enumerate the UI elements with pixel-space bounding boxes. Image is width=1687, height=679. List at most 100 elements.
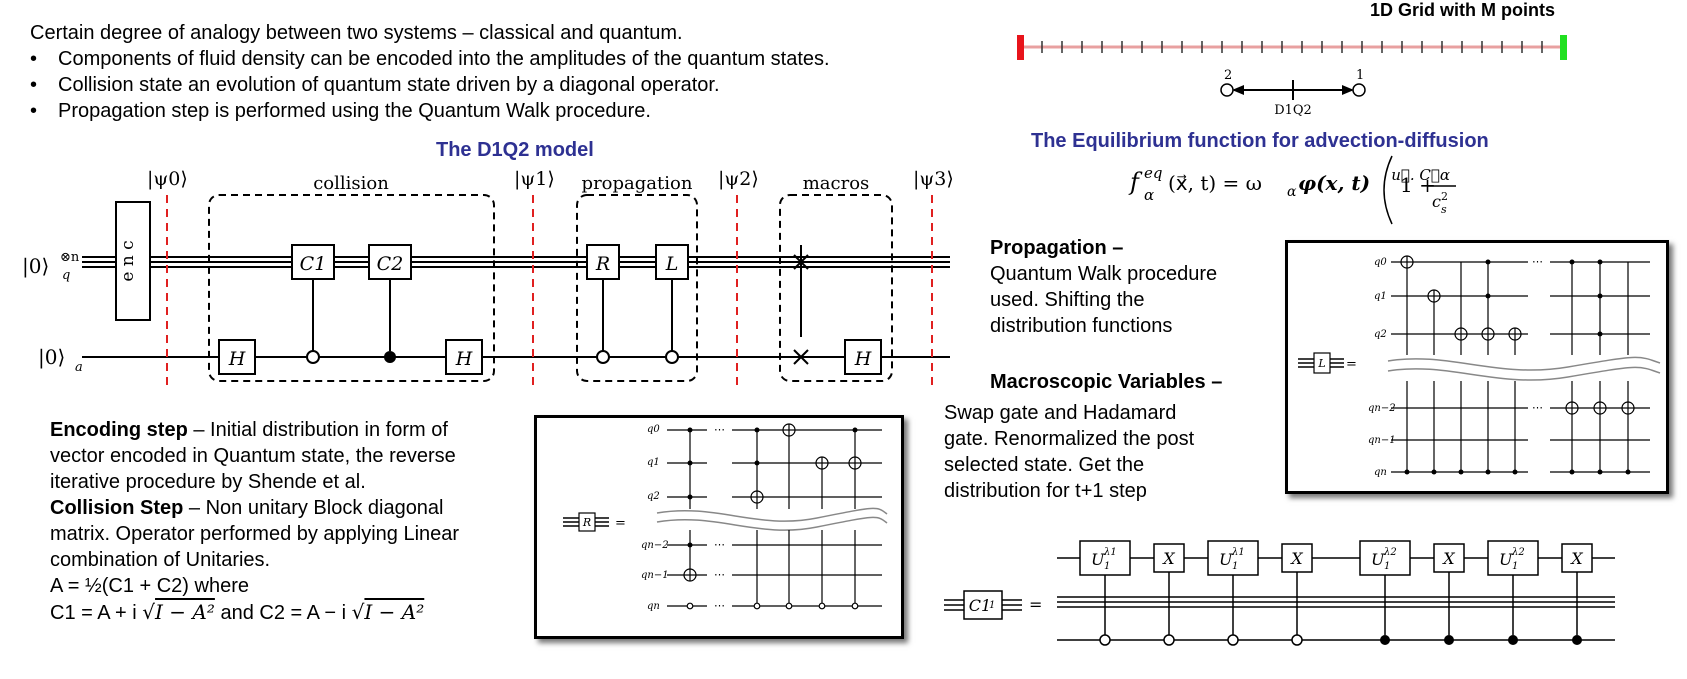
svg-text:eq: eq (1144, 164, 1162, 182)
svg-text:=: = (1346, 357, 1357, 372)
formula-c: C1 = A + i √I − A² and C2 = A − i √I − A… (50, 600, 425, 624)
svg-text:u⃗. C⃗α: u⃗. C⃗α (1391, 166, 1450, 184)
svg-text:R: R (582, 516, 591, 529)
r-gate-symbol (578, 512, 596, 532)
l-gate-symbol (1313, 352, 1331, 374)
collision-line-1: Collision Step – Non unitary Block diago… (50, 497, 444, 519)
cnot-targets (683, 423, 862, 582)
svg-text:1: 1 (1232, 561, 1238, 572)
svg-text:q1: q1 (647, 457, 660, 468)
c2-gate-label: C2 (377, 253, 404, 275)
svg-text:α: α (1287, 184, 1297, 200)
svg-text:U: U (1371, 550, 1385, 569)
intro-heading: Certain degree of analogy between two sy… (30, 22, 683, 44)
grid-diagram: 2 1 D1Q2 (1017, 35, 1567, 118)
swap-gate (793, 254, 809, 365)
r-gate (586, 244, 620, 280)
svg-text:1 +: 1 + (1400, 173, 1436, 197)
section-boxes (208, 194, 893, 382)
x-gate (1281, 543, 1313, 573)
register-a-sub: a (75, 360, 83, 375)
svg-text:λ2: λ2 (1511, 547, 1525, 558)
c2-gate (368, 244, 412, 280)
svg-text:1: 1 (1104, 561, 1110, 572)
d1q2-title: The D1Q2 model (436, 139, 594, 161)
encoding-line-3: iterative procedure by Shende et al. (50, 471, 366, 493)
collision-line-3: combination of Unitaries. (50, 549, 271, 571)
c1-circuit-diagram: C1 1 = U U U U (944, 540, 1615, 646)
register-q-label: |0⟩ (22, 254, 49, 279)
register-q-sup: ⊗n (60, 250, 80, 265)
intro-bullet-1: •Components of fluid density can be enco… (30, 48, 830, 70)
svg-text:q2: q2 (1374, 329, 1387, 340)
enc-gate (115, 201, 151, 321)
macroscopic-title: Macroscopic Variables – (990, 371, 1223, 393)
svg-text:U: U (1091, 550, 1105, 569)
equilibrium-formula: f eq α (x⃗, t) = ω α φ(x, t) 1 + u⃗. C⃗α… (1128, 155, 1456, 225)
svg-text:s: s (1441, 203, 1447, 216)
svg-text:⋯: ⋯ (714, 423, 725, 436)
svg-text:q0: q0 (647, 424, 660, 435)
psi-1-label: |ψ1⟩ (514, 168, 555, 190)
encoding-title: Encoding step (50, 419, 188, 441)
c1-gate-label: C1 (300, 253, 327, 275)
svg-text:q2: q2 (647, 491, 660, 502)
open-control (306, 350, 320, 364)
stencil-label-d1q2: D1Q2 (1274, 103, 1312, 118)
macroscopic-text: Swap gate and Hadamard gate. Renormalize… (944, 402, 1195, 502)
l-circuit-diagram: L = q0 q1 q2 qn−2 qn−1 qn ⋯ ⋯ (1298, 255, 1661, 478)
svg-text:qn: qn (647, 601, 660, 612)
svg-text:λ1: λ1 (1231, 547, 1245, 558)
l-gate-label: L (665, 253, 679, 275)
encoding-collision-text: Encoding step – Initial distribution in … (50, 417, 459, 626)
svg-text:X: X (1161, 549, 1175, 568)
collision-section-label: collision (313, 173, 389, 194)
svg-text:C1: C1 (969, 596, 991, 615)
svg-text:U: U (1499, 550, 1513, 569)
svg-text:(x⃗, t) = ω: (x⃗, t) = ω (1168, 171, 1262, 195)
c1-gate (291, 244, 335, 280)
svg-text:⋯: ⋯ (714, 538, 725, 551)
sqrt-expression-2: √I − A² (351, 600, 425, 624)
register-a-label: |0⟩ (38, 345, 65, 370)
svg-text:U: U (1219, 550, 1233, 569)
x-gate (1561, 543, 1593, 573)
collision-title: Collision Step (50, 497, 184, 519)
svg-text:c: c (1432, 192, 1441, 211)
r-gate-label: R (595, 253, 610, 275)
svg-text:α: α (1144, 186, 1154, 204)
l-gate (655, 244, 689, 280)
stencil-label-1: 1 (1356, 68, 1364, 83)
r-circuit-box: R = q0 q1 q2 qn−2 qn−1 qn ⋯ ⋯ ⋯ ⋯ (534, 415, 904, 639)
svg-text:qn−2: qn−2 (641, 540, 669, 551)
psi-2-label: |ψ2⟩ (718, 168, 759, 190)
x-gate (1433, 543, 1465, 573)
h-gate (445, 339, 483, 375)
svg-text:⋯: ⋯ (714, 599, 725, 612)
formula-a: A = ½(C1 + C2) where (50, 575, 249, 597)
stencil-node-1 (1352, 83, 1366, 97)
intro-bullet-2: •Collision state an evolution of quantum… (30, 74, 720, 96)
svg-text:qn−1: qn−1 (1368, 435, 1396, 446)
cnot-targets (1400, 255, 1635, 415)
u1-lambda1-gate (1079, 540, 1131, 576)
svg-text:L: L (1317, 357, 1325, 370)
main-circuit-diagram: |0⟩ ⊗n q |0⟩ a e n c |ψ0⟩ |ψ1⟩ |ψ2⟩ |ψ3⟩… (22, 168, 954, 390)
macros-section-label: macros (803, 173, 870, 194)
u1-lambda2-gate (1487, 540, 1539, 576)
h-gate (844, 339, 882, 375)
bullet-marker: • (30, 48, 38, 70)
psi-0-label: |ψ0⟩ (147, 168, 188, 190)
svg-text:qn−2: qn−2 (1368, 403, 1396, 414)
svg-text:⋯: ⋯ (1532, 401, 1543, 414)
svg-text:λ1: λ1 (1103, 547, 1117, 558)
h-gate-label: H (455, 348, 473, 370)
svg-text:q1: q1 (1374, 291, 1387, 302)
r-circuit-diagram: R = q0 q1 q2 qn−2 qn−1 qn ⋯ ⋯ ⋯ ⋯ (563, 423, 888, 612)
bullet-marker: • (30, 74, 38, 96)
svg-text:X: X (1441, 549, 1455, 568)
grid-left-boundary (1017, 35, 1024, 60)
u1-lambda1-gate (1207, 540, 1259, 576)
open-control (665, 350, 679, 364)
collision-line-2: matrix. Operator performed by applying L… (50, 523, 460, 545)
